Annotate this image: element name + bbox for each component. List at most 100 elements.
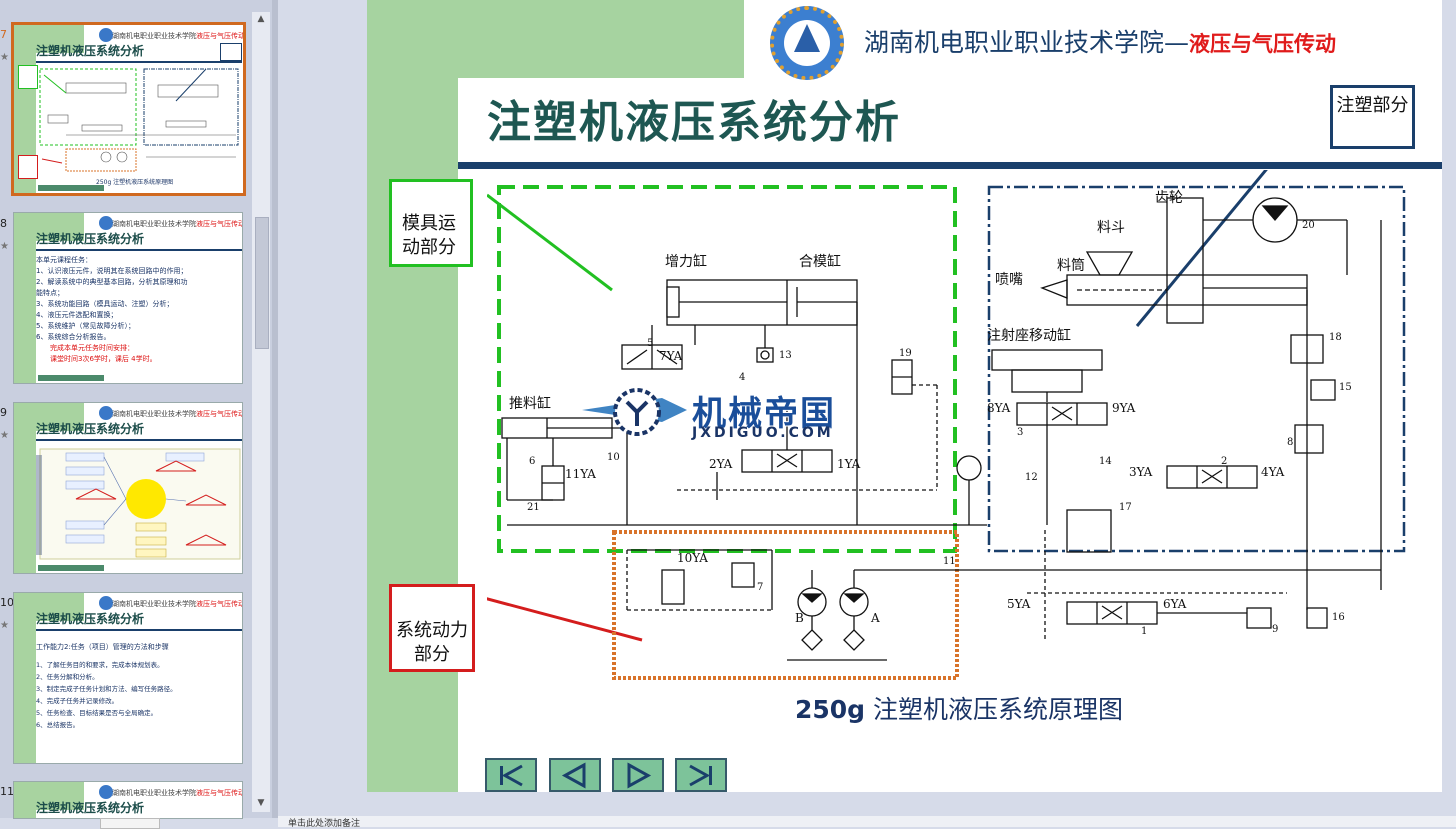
svg-text:7: 7 [757,582,763,593]
watermark-url: JXDIGUO.COM [692,425,834,441]
svg-text:20: 20 [1302,220,1315,231]
svg-text:14: 14 [1099,456,1112,467]
scroll-up-arrow-icon[interactable]: ▲ [257,14,265,24]
watermark-text: 机械帝国 [692,394,836,434]
label-11ya: 11YA [565,467,596,481]
power-callout-pointer [487,597,643,642]
svg-text:18: 18 [1329,332,1342,343]
label-4ya: 4YA [1261,465,1285,479]
last-slide-button[interactable] [675,758,727,792]
school-logo-icon [98,215,114,231]
label-7ya: 7YA [659,349,683,363]
school-logo-icon [98,405,114,421]
diagram-caption[interactable]: 250g 注塑机液压系统原理图 [795,695,1124,724]
svg-text:4: 4 [739,372,745,383]
callout-injection[interactable]: 注塑部分 [1330,85,1415,149]
label-10ya: 10YA [677,551,708,565]
slide-canvas[interactable]: 湖南机电职业职业技术学院—液压与气压传动 注塑机液压系统分析 [367,0,1442,792]
label-clamp-cylinder: 合模缸 [799,253,841,270]
svg-text:5: 5 [647,338,653,349]
school-logo-icon [98,595,114,611]
slide-number: 11 [0,785,14,798]
thumbnail-title: 注塑机液压系统分析 [36,422,145,436]
pane-resize-grip[interactable] [100,818,160,829]
slide-thumbnail-pane[interactable]: 7 ★ 湖南机电职业职业技术学院液压与气压传动 注塑机液压系统分析 250g 注… [0,0,272,819]
animation-star-icon: ★ [0,620,9,631]
label-pump-a: A [870,611,880,625]
notes-pane[interactable]: 单击此处添加备注 [278,816,1456,829]
svg-text:8: 8 [1287,437,1293,448]
title-underline [458,162,1442,169]
thumbnail-title: 注塑机液压系统分析 [36,232,145,246]
label-2ya: 2YA [709,457,733,471]
animation-star-icon: ★ [0,430,9,441]
label-booster-cylinder: 增力缸 [665,253,707,270]
triangle-left-icon [561,762,586,789]
next-slide-button[interactable] [612,758,664,792]
svg-text:15: 15 [1339,382,1352,393]
svg-text:12: 12 [1025,472,1038,483]
label-ejector-cylinder: 推料缸 [509,395,551,412]
first-slide-button[interactable] [485,758,537,792]
callout-power[interactable]: 系统动力部分 [389,584,475,672]
injection-callout-pointer [1135,170,1268,327]
label-6ya: 6YA [1163,597,1187,611]
slide-number: 9 [0,406,7,419]
thumbnail-title: 注塑机液压系统分析 [36,612,145,626]
mold-callout-pointer [487,193,613,292]
thumbnail-title: 注塑机液压系统分析 [36,801,145,815]
notes-placeholder[interactable]: 单击此处添加备注 [288,819,361,829]
thumbnail-diagram [39,68,239,172]
mold-motion-region [497,185,957,553]
label-injection-seat-cylinder: 注射座移动缸 [987,327,1071,344]
label-3ya: 3YA [1129,465,1153,479]
svg-text:13: 13 [779,350,792,361]
svg-text:21: 21 [527,502,540,513]
label-gear: 齿轮 [1155,190,1183,206]
pane-splitter[interactable] [272,0,278,818]
school-header: 湖南机电职业职业技术学院—液压与气压传动 [864,28,1337,57]
callout-mold-motion[interactable]: 模具运动部分 [389,179,473,267]
school-logo-icon [770,6,844,80]
label-hopper: 料斗 [1097,220,1125,236]
svg-text:1: 1 [1141,626,1147,637]
svg-text:16: 16 [1332,612,1345,623]
svg-text:2: 2 [1221,456,1227,467]
previous-slide-button[interactable] [549,758,601,792]
label-9ya: 9YA [1112,401,1136,415]
hydraulic-schematic[interactable]: 增力缸 合模缸 推料缸 齿轮 料斗 料筒 喷嘴 注射座移动缸 7YA 11YA … [487,170,1442,690]
svg-text:3: 3 [1017,427,1023,438]
slide-thumbnail-7[interactable]: 湖南机电职业职业技术学院液压与气压传动 注塑机液压系统分析 250g 注塑机液压… [11,22,246,196]
label-1ya: 1YA [837,457,861,471]
label-nozzle: 喷嘴 [995,272,1023,288]
skip-back-icon [500,764,523,787]
slide-title[interactable]: 注塑机液压系统分析 [487,97,901,148]
slide-thumbnail-9[interactable]: 湖南机电职业职业技术学院液压与气压传动 注塑机液压系统分析 [13,402,243,574]
slide-thumbnail-8[interactable]: 湖南机电职业职业技术学院液压与气压传动 注塑机液压系统分析 本单元课程任务： 1… [13,212,243,384]
svg-text:10: 10 [607,452,620,463]
injection-region [987,185,1406,553]
thumbnail-mindmap [36,448,241,560]
scrollbar-thumb[interactable] [255,217,269,349]
svg-text:9: 9 [1272,624,1278,635]
label-barrel: 料筒 [1057,257,1085,274]
slide-thumbnail-11[interactable]: 湖南机电职业职业技术学院液压与气压传动 注塑机液压系统分析 [13,781,243,819]
slide-number: 8 [0,217,7,230]
watermark-logo-icon [582,388,687,436]
scroll-down-arrow-icon[interactable]: ▼ [257,798,265,808]
power-region [612,530,959,680]
thumbnail-scrollbar[interactable]: ▲ ▼ [252,12,270,812]
school-logo-icon [98,27,114,43]
school-logo-icon [98,784,114,800]
svg-text:11: 11 [943,556,956,567]
label-pump-b: B [795,611,804,625]
slide-number: 10 [0,596,14,609]
skip-forward-icon [689,764,712,787]
triangle-right-icon [627,762,652,789]
slide-thumbnail-10[interactable]: 湖南机电职业职业技术学院液压与气压传动 注塑机液压系统分析 工作能力2:任务（项… [13,592,243,764]
animation-star-icon: ★ [0,241,9,252]
svg-text:17: 17 [1119,502,1132,513]
label-5ya: 5YA [1007,597,1031,611]
label-8ya: 8YA [987,401,1011,415]
svg-text:6: 6 [529,456,535,467]
